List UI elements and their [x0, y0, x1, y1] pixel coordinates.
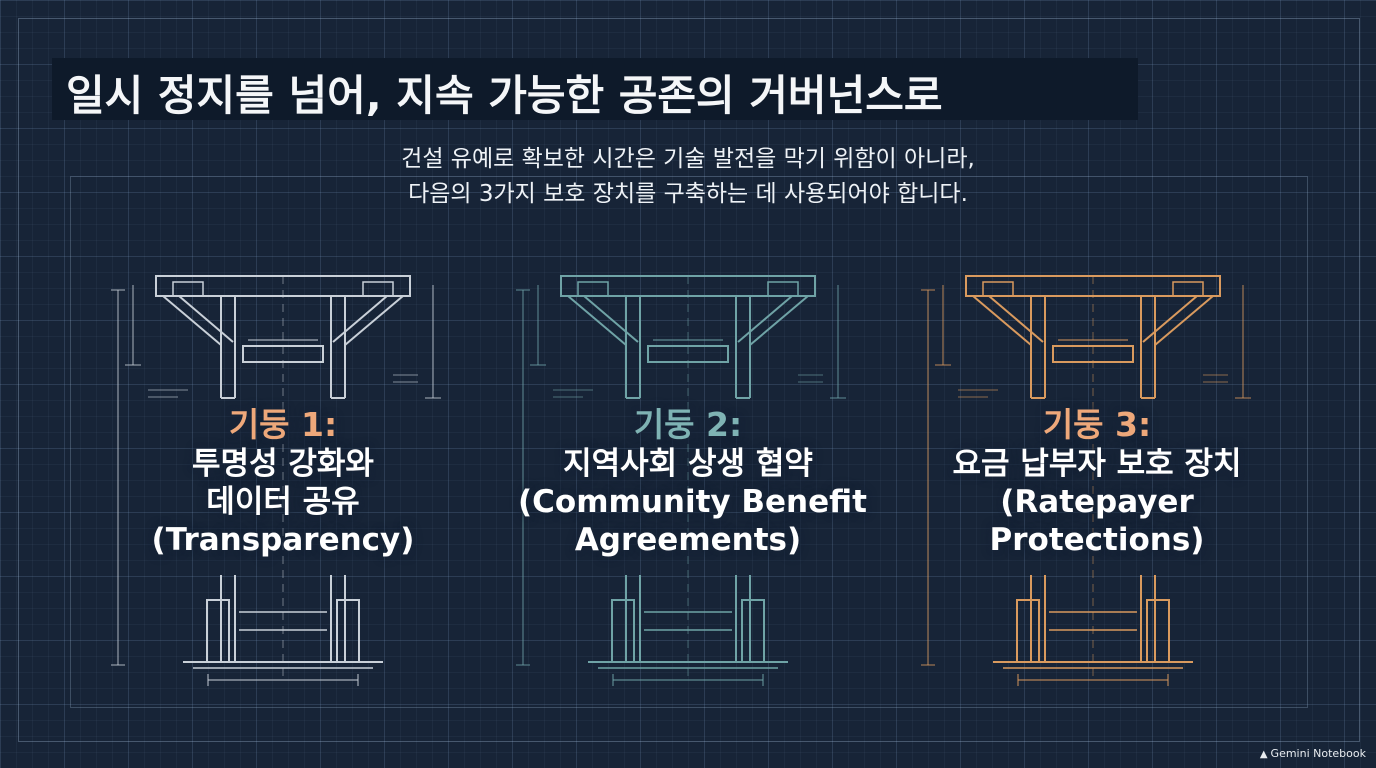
page-title: 일시 정지를 넘어, 지속 가능한 공존의 거버넌스로 [66, 71, 943, 120]
bridge-deck [103, 247, 1273, 277]
watermark: ▲Gemini Notebook [1260, 747, 1366, 760]
pillar-2-structure [516, 275, 846, 686]
pillar-1-structure [111, 275, 441, 686]
pillar-3-structure [921, 275, 1251, 686]
pillar-1-title-line-1: 투명성 강화와 [192, 446, 374, 482]
pillar-2-text: 기둥 2: 지역사회 상생 협약 (Community Benefit Agre… [518, 405, 867, 559]
pillar-1-label: 기둥 1: [228, 405, 338, 444]
blueprint-outer-frame [18, 18, 1360, 742]
pillar-3-english-line-1: (Ratepayer [1000, 484, 1194, 520]
gemini-notebook-icon: ▲ [1259, 749, 1268, 760]
pillar-2-english-line-1: (Community Benefit [518, 484, 867, 520]
subtitle-line-1: 건설 유예로 확보한 시간은 기술 발전을 막기 위함이 아니라, [401, 146, 975, 172]
pillar-3-text: 기둥 3: 요금 납부자 보호 장치 (Ratepayer Protection… [927, 405, 1267, 559]
pillar-1-english: (Transparency) [151, 522, 415, 558]
pillar-1-text: 기둥 1: 투명성 강화와 데이터 공유 (Transparency) [113, 405, 453, 559]
title-banner: 일시 정지를 넘어, 지속 가능한 공존의 거버넌스로 [52, 58, 1138, 120]
blueprint-inner-frame [70, 176, 1308, 708]
pillar-2-english-line-2: Agreements) [574, 522, 802, 558]
watermark-text: Gemini Notebook [1270, 747, 1366, 760]
pillar-2-label: 기둥 2: [633, 405, 743, 444]
pillar-1-title-line-2: 데이터 공유 [206, 484, 360, 520]
pillar-3-english-line-2: Protections) [989, 522, 1205, 558]
pillar-3-title-line-1: 요금 납부자 보호 장치 [952, 446, 1242, 482]
subtitle-line-2: 다음의 3가지 보호 장치를 구축하는 데 사용되어야 합니다. [408, 181, 968, 207]
pillar-2-title-line-1: 지역사회 상생 협약 [563, 446, 813, 482]
subtitle: 건설 유예로 확보한 시간은 기술 발전을 막기 위함이 아니라, 다음의 3가… [300, 142, 1076, 212]
pillar-3-label: 기둥 3: [1042, 405, 1152, 444]
